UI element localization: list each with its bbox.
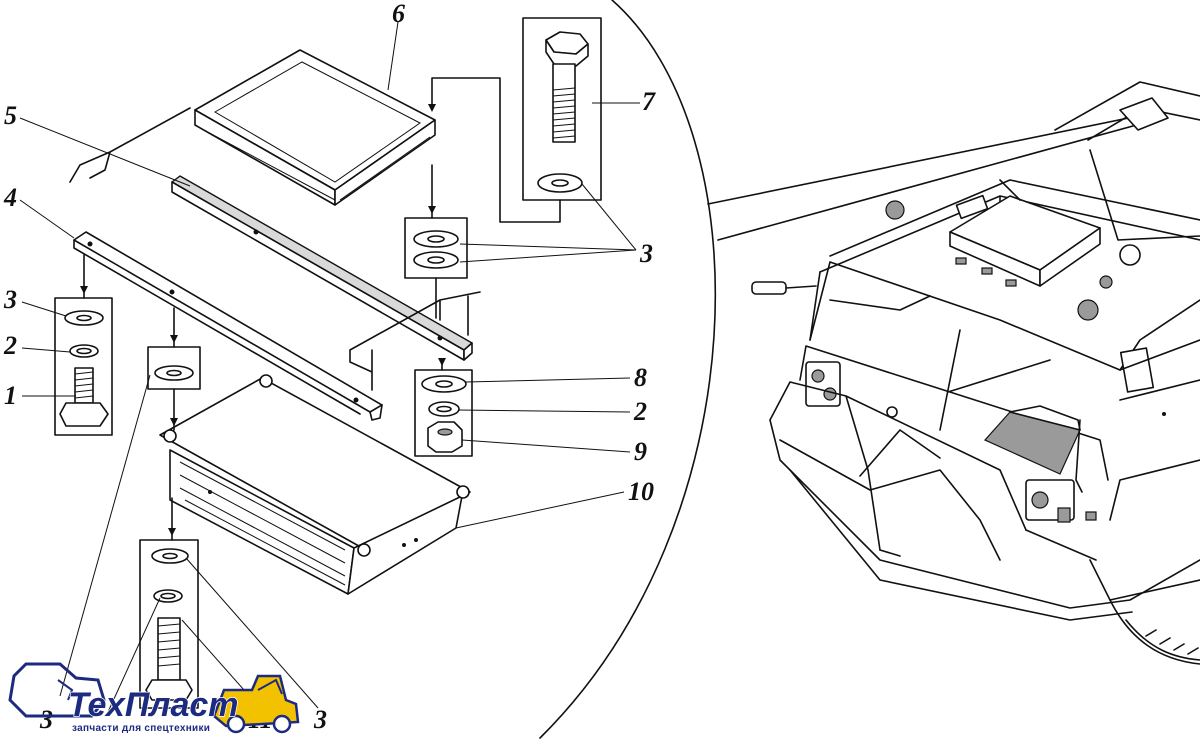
- part-6-cover: [69, 49, 436, 206]
- callout-8: 8: [634, 363, 647, 392]
- callout-10: 10: [628, 477, 654, 506]
- watermark-logo: ТехПласт запчасти для спецтехники: [8, 662, 300, 734]
- inset-leader-lower: [717, 117, 1163, 241]
- callout-3-left: 3: [3, 285, 17, 314]
- fastener-stack-washers: [404, 164, 468, 319]
- callout-6: 6: [392, 0, 405, 28]
- fastener-stack-mid: [147, 307, 201, 431]
- callout-7: 7: [642, 87, 656, 116]
- detail-boundary-arc: [539, 0, 716, 739]
- callout-3-bottom-right: 3: [313, 705, 327, 734]
- support-stand: [349, 291, 481, 391]
- loader-icon: [212, 674, 300, 728]
- callout-3-top-right: 3: [639, 239, 653, 268]
- fastener-stack-bottom: [139, 497, 199, 709]
- callout-2-left: 2: [3, 331, 17, 360]
- fastener-stack-nut: [414, 358, 473, 457]
- brand-tagline: запчасти для спецтехники: [72, 723, 210, 734]
- callout-4: 4: [3, 183, 17, 212]
- fastener-stack-left: [54, 254, 113, 436]
- part-4-bracket: [73, 231, 383, 421]
- excavator-icon: [8, 662, 106, 718]
- fastener-stack-top-right: [428, 17, 602, 223]
- callout-3-bottom-left: 3: [39, 705, 53, 734]
- callout-1-left: 1: [4, 381, 17, 410]
- vehicle-cab-inset: [751, 81, 1200, 665]
- callout-2-right: 2: [633, 397, 647, 426]
- callout-labels: 6 5 4 7 3 3 2 1 8 2 9 10 3 11 3: [3, 0, 656, 734]
- inset-leader-upper: [707, 111, 1159, 205]
- leader-lines: [19, 21, 640, 713]
- callout-9: 9: [634, 437, 647, 466]
- brand-name: ТехПласт: [68, 686, 239, 724]
- part-5-bracket: [171, 175, 473, 361]
- part-10-box: [159, 374, 471, 595]
- callout-5: 5: [4, 101, 17, 130]
